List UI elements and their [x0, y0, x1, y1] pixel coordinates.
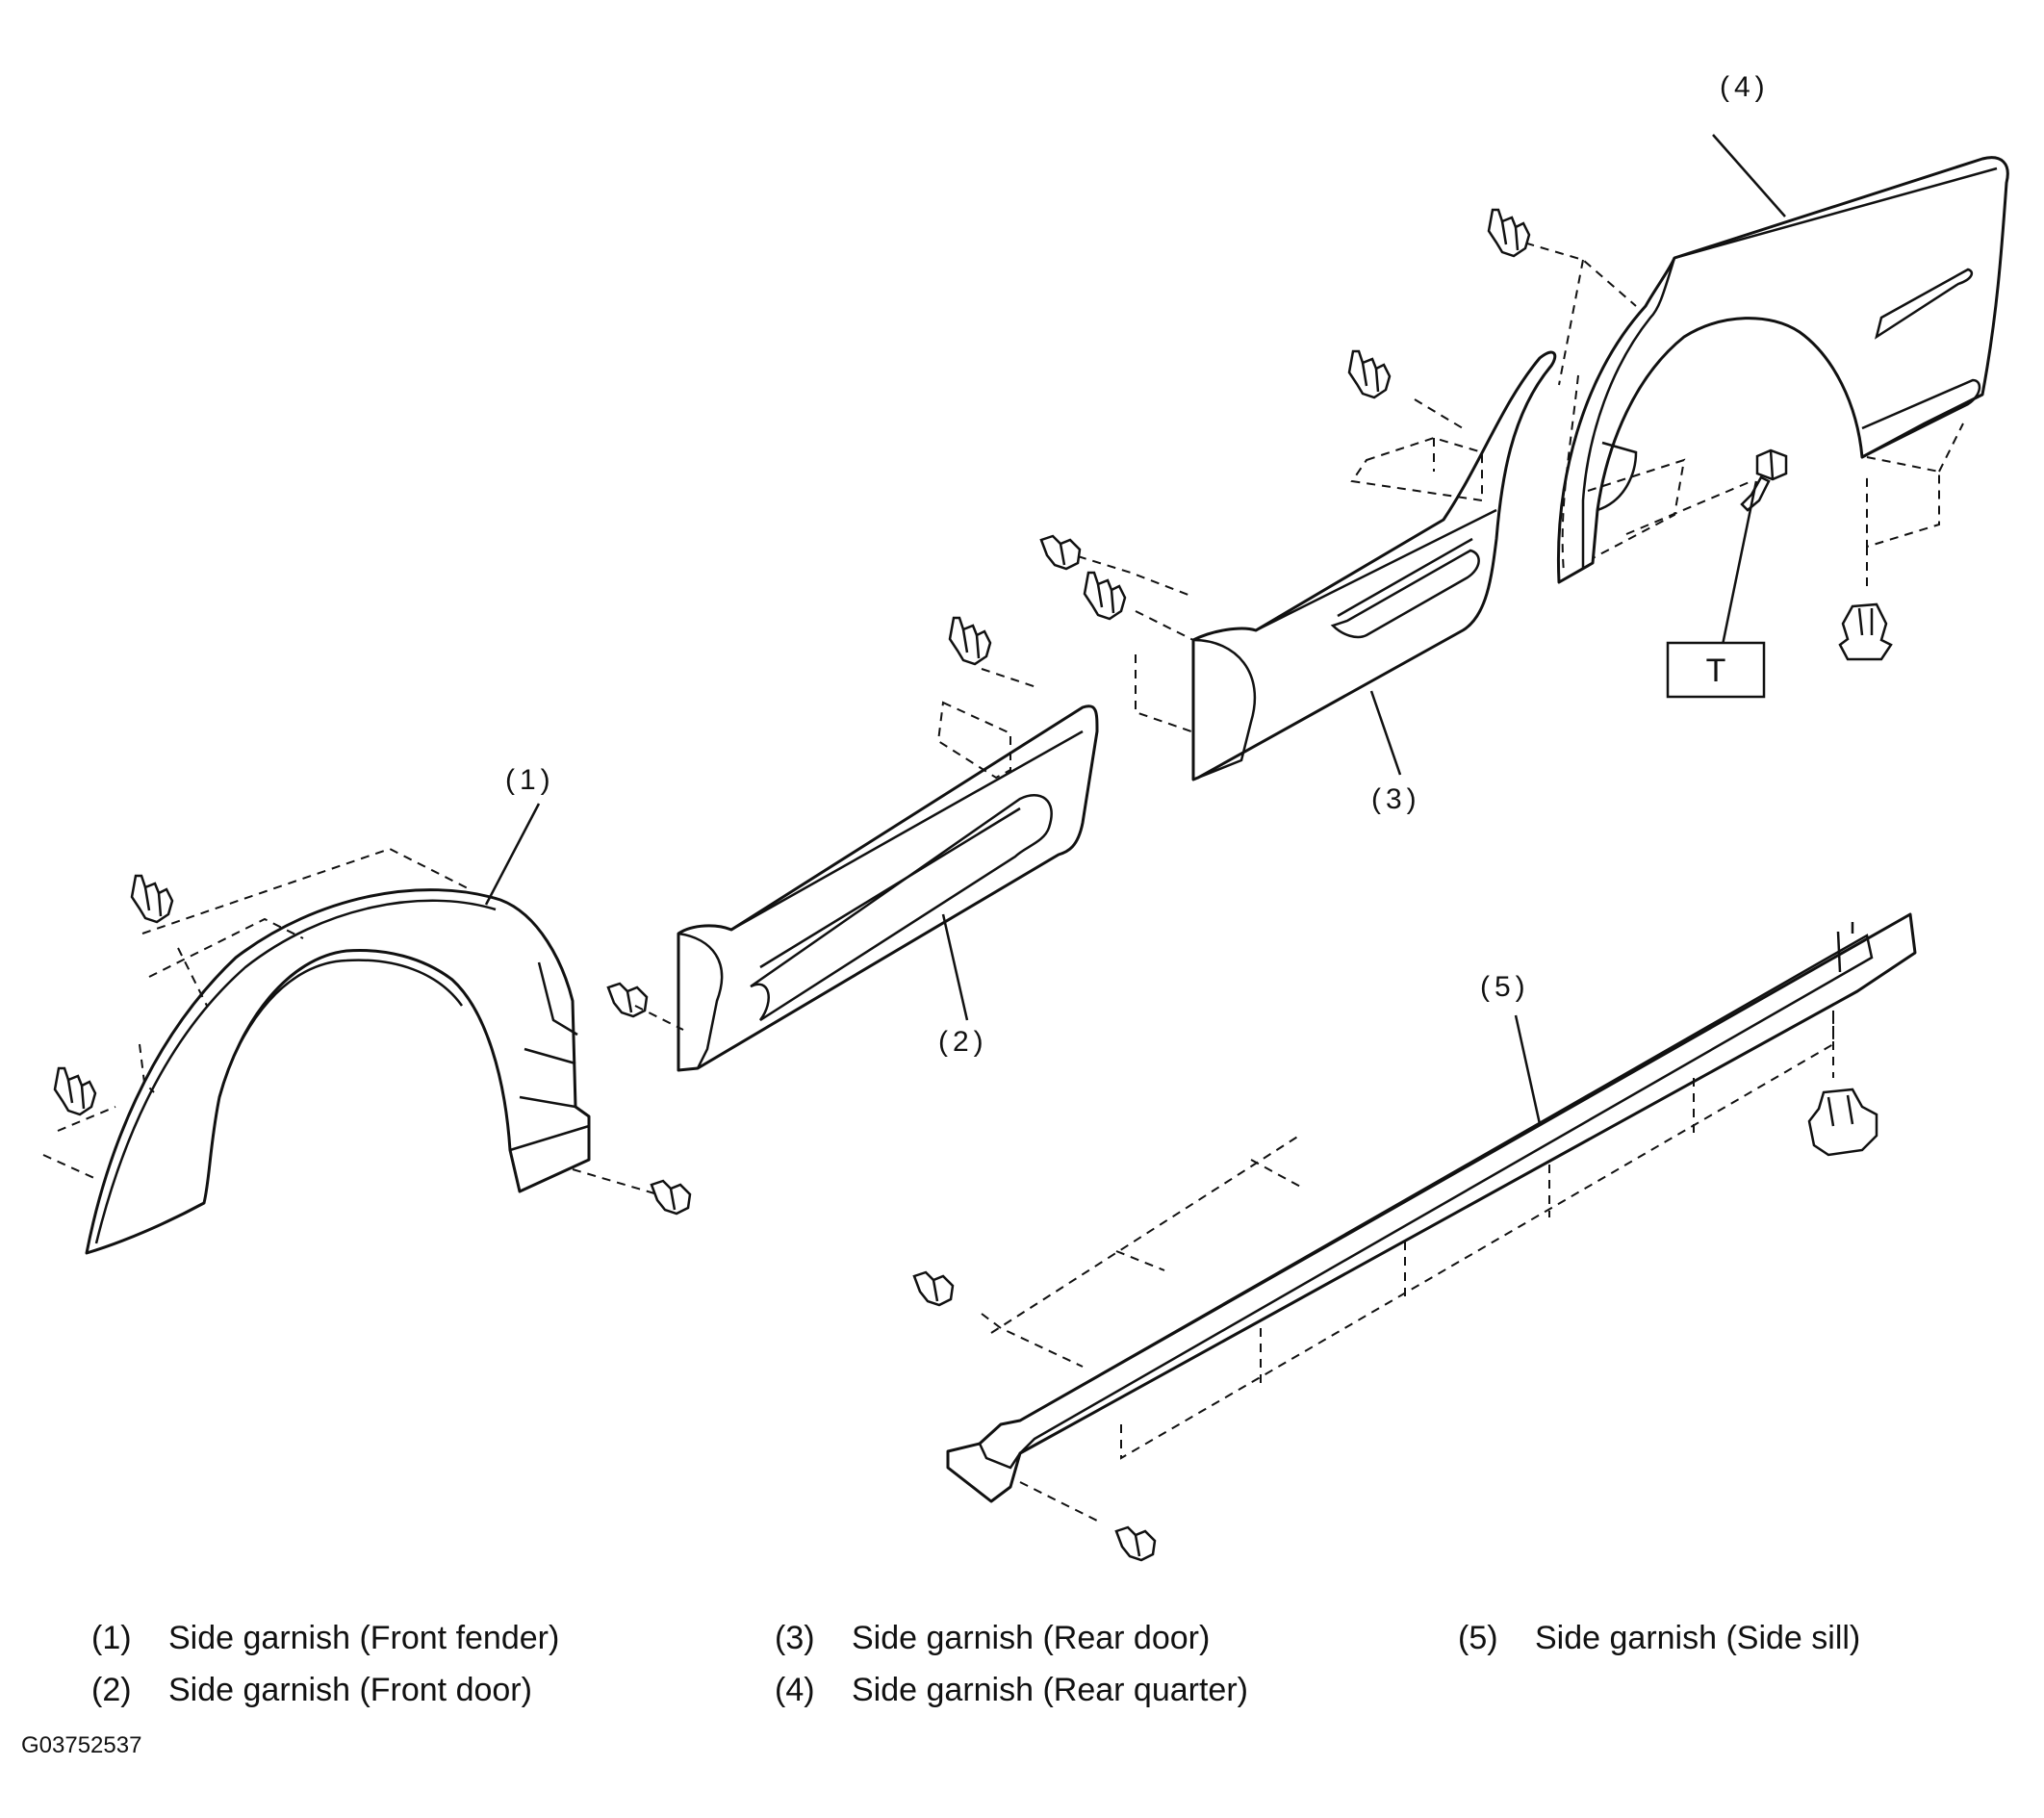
- legend-number: (1): [91, 1620, 132, 1656]
- legend-number: (3): [775, 1620, 815, 1656]
- clip-icon: [53, 1066, 97, 1116]
- legend-text: Side garnish (Front fender): [168, 1620, 560, 1656]
- clip-icon: [1083, 571, 1127, 621]
- rear-quarter-garnish: [1510, 156, 2009, 592]
- tool-box: [1666, 641, 1766, 699]
- screw-icon: [650, 1179, 692, 1216]
- figure-code: G03752537: [21, 1732, 142, 1758]
- clip-icon: [130, 874, 174, 924]
- legend-text: Side garnish (Rear door): [852, 1620, 1211, 1656]
- front-door-garnish: [634, 668, 1099, 1072]
- legend-item-4: (4) Side garnish (Rear quarter): [775, 1672, 1248, 1709]
- screw-icon: [1114, 1525, 1157, 1562]
- legend-item-3: (3) Side garnish (Rear door): [775, 1620, 1210, 1657]
- tool-label: T: [1706, 653, 1726, 689]
- legend-item-1: (1) Side garnish (Front fender): [91, 1620, 559, 1657]
- rear-door-garnish: [1077, 350, 1557, 781]
- legend-text: Side garnish (Side sill): [1535, 1620, 1861, 1656]
- legend-number: (2): [91, 1672, 132, 1708]
- side-sill-garnish: [946, 912, 1917, 1522]
- clip-icon: [606, 982, 649, 1018]
- callout-3: (3): [1371, 783, 1421, 815]
- push-clip-icon: [1807, 1088, 1878, 1157]
- clip-icon: [1039, 534, 1082, 571]
- clip-icon: [1487, 208, 1531, 258]
- screw-icon: [1740, 448, 1788, 512]
- callout-2: (2): [938, 1026, 988, 1058]
- legend-item-5: (5) Side garnish (Side sill): [1458, 1620, 1860, 1657]
- callout-5: (5): [1480, 971, 1530, 1003]
- legend-number: (4): [775, 1672, 815, 1708]
- legend-text: Side garnish (Rear quarter): [852, 1672, 1248, 1708]
- clip-icon: [912, 1270, 955, 1307]
- push-clip-icon: [1838, 602, 1893, 661]
- clip-icon: [1347, 349, 1392, 399]
- legend-text: Side garnish (Front door): [168, 1672, 532, 1708]
- legend-item-2: (2) Side garnish (Front door): [91, 1672, 532, 1709]
- clip-icon: [948, 616, 992, 666]
- legend-number: (5): [1458, 1620, 1498, 1656]
- callout-1: (1): [505, 764, 555, 796]
- callout-4: (4): [1720, 71, 1770, 103]
- front-fender-garnish: [42, 847, 655, 1255]
